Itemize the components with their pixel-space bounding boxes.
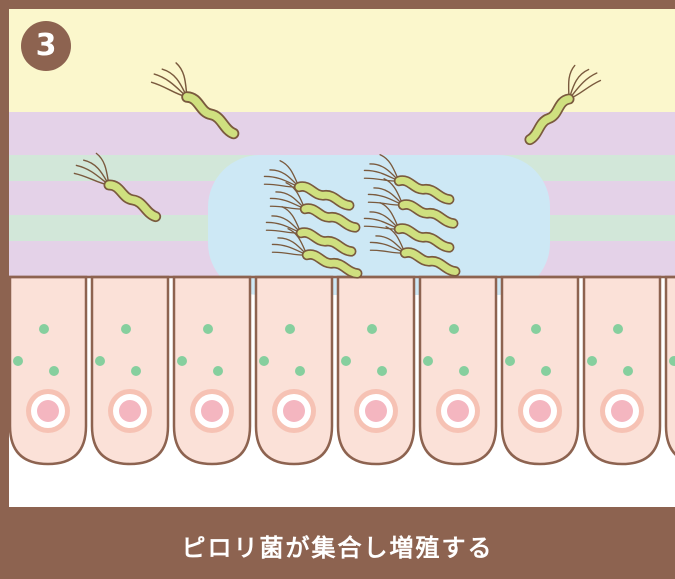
cell-body — [10, 277, 86, 464]
cell-granule — [587, 356, 597, 366]
cell-granule — [423, 356, 433, 366]
cell-granule — [131, 366, 141, 376]
epithelial-cell — [584, 277, 660, 464]
cell-body — [256, 277, 332, 464]
cell-body — [338, 277, 414, 464]
nucleus-core — [611, 400, 633, 422]
caption-text: ピロリ菌が集合し増殖する — [182, 528, 494, 563]
cell-granule — [121, 324, 131, 334]
nucleus-core — [529, 400, 551, 422]
cell-body — [666, 277, 675, 464]
cell-granule — [95, 356, 105, 366]
cell-granule — [613, 324, 623, 334]
nucleus-core — [37, 400, 59, 422]
epithelial-cell — [256, 277, 332, 464]
cell-body — [92, 277, 168, 464]
cell-granule — [285, 324, 295, 334]
caption-bar: ピロリ菌が集合し増殖する — [0, 507, 675, 579]
cell-granule — [623, 366, 633, 376]
epithelial-cell — [10, 277, 86, 464]
cell-body — [584, 277, 660, 464]
epithelial-cell — [92, 277, 168, 464]
mucus-purple-band — [9, 112, 675, 155]
bacteria-colony-area — [208, 155, 550, 295]
cell-granule — [203, 324, 213, 334]
illustration-panel — [9, 9, 675, 507]
cell-granule — [49, 366, 59, 376]
cell-granule — [13, 356, 23, 366]
cell-body — [174, 277, 250, 464]
cell-granule — [177, 356, 187, 366]
cell-granule — [213, 366, 223, 376]
epithelial-cell — [174, 277, 250, 464]
cell-granule — [39, 324, 49, 334]
cell-granule — [377, 366, 387, 376]
epithelial-cell — [338, 277, 414, 464]
cell-granule — [259, 356, 269, 366]
step-number-badge: 3 — [21, 21, 71, 71]
cell-granule — [531, 324, 541, 334]
cell-granule — [505, 356, 515, 366]
nucleus-core — [283, 400, 305, 422]
nucleus-core — [365, 400, 387, 422]
nucleus-core — [447, 400, 469, 422]
cell-granule — [341, 356, 351, 366]
cell-granule — [367, 324, 377, 334]
cell-granule — [541, 366, 551, 376]
cell-granule — [459, 366, 469, 376]
stomach-lining-diagram — [9, 9, 675, 507]
cell-body — [420, 277, 496, 464]
nucleus-core — [119, 400, 141, 422]
nucleus-core — [201, 400, 223, 422]
cell-granule — [295, 366, 305, 376]
epithelial-cell — [420, 277, 496, 464]
epithelial-cell-layer — [9, 277, 675, 464]
cell-granule — [449, 324, 459, 334]
cell-body — [502, 277, 578, 464]
epithelial-cell — [666, 277, 675, 464]
epithelial-cell — [502, 277, 578, 464]
step-number: 3 — [36, 31, 57, 61]
